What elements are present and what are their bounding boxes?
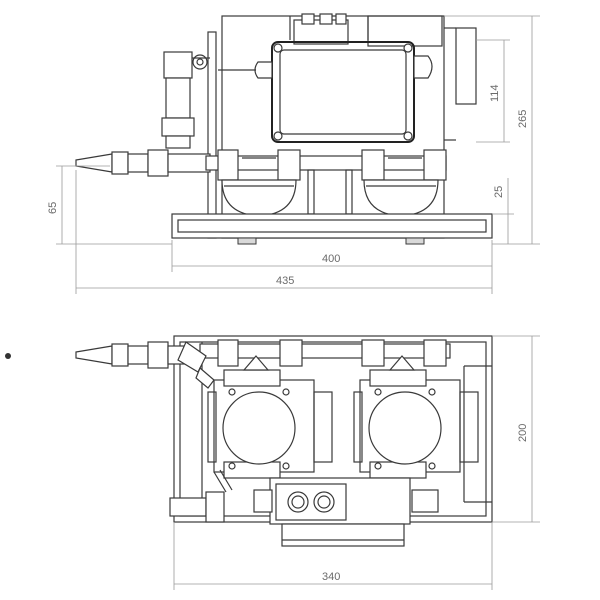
dim-width-base: 400 [322,253,340,265]
top-view [5,335,493,547]
dim-height-box: 114 [489,84,501,102]
dim-height-base: 25 [493,186,505,198]
pump-left [207,355,333,479]
dim-width-total: 435 [276,275,294,287]
base-plate-front [171,213,493,245]
dim-height-total: 265 [517,110,529,128]
pressure-switch [161,51,210,149]
front-dimensions: 400 435 265 114 25 65 [47,15,540,294]
pump-right [353,355,479,479]
inlet-nozzle [75,149,211,177]
front-view [75,13,493,245]
pump-domes [221,179,439,217]
junction-box [218,13,433,143]
top-dimensions: 200 340 [173,335,540,590]
dim-top-width: 340 [322,571,340,583]
dim-top-depth: 200 [517,424,529,442]
junction-box-top [253,477,439,547]
dim-height-inlet: 65 [47,202,59,214]
